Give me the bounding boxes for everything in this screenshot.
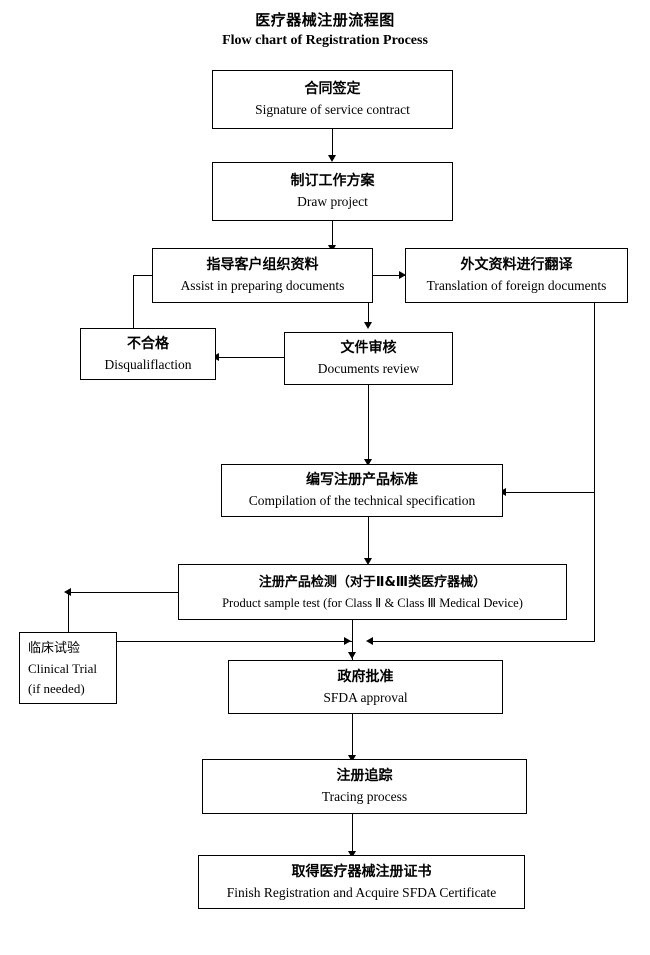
connector-clinical-to-approval-junction [117,641,352,642]
connector-contract-to-plan [332,129,333,158]
arrowhead-spec-in [364,459,372,466]
connector-translation-right-rail [594,303,595,642]
node-label-en: Finish Registration and Acquire SFDA Cer… [226,884,497,900]
node-label-cn: 外文资料进行翻译 [460,257,573,273]
node-label-en: Draw project [297,194,368,209]
arrowhead-certificate-in [348,851,356,858]
node-label-cn: 取得医疗器械注册证书 [291,863,432,880]
node-label-en: Compilation of the technical specificati… [248,493,476,508]
node-assist-in-preparing-documents[interactable]: 指导客户组织资料 Assist in preparing documents [152,248,373,303]
node-product-sample-test[interactable]: 注册产品检测（对于Ⅱ&Ⅲ类医疗器械） Product sample test (… [178,564,567,620]
arrowhead-review-in [364,322,372,329]
node-tracing-process[interactable]: 注册追踪 Tracing process [202,759,527,814]
node-label-cn: 注册产品检测（对于Ⅱ&Ⅲ类医疗器械） [258,574,487,590]
node-label-cn: 编写注册产品标准 [306,472,418,488]
node-label-en: Product sample test (for Class Ⅱ & Class… [222,595,523,610]
node-label-cn: 文件审核 [340,340,397,356]
connector-review-to-disqualify [216,357,284,358]
node-label-en: Translation of foreign documents [426,278,607,293]
node-documents-review[interactable]: 文件审核 Documents review [284,332,453,385]
connector-rail-to-spec [503,492,595,493]
node-label-cn: 指导客户组织资料 [206,257,319,273]
node-label-en: Assist in preparing documents [180,278,345,293]
connector-plan-to-assist [332,221,333,248]
node-disqualification[interactable]: 不合格 Disqualiflaction [80,328,216,380]
node-label-en-note: (if needed) [28,681,85,696]
node-draw-project[interactable]: 制订工作方案 Draw project [212,162,453,221]
connector-sampletest-to-clinical [68,592,178,593]
arrowhead-sampletest-in [364,558,372,565]
connector-spec-to-sampletest [368,517,369,562]
node-signature-of-service-contract[interactable]: 合同签定 Signature of service contract [212,70,453,129]
node-label-cn: 政府批准 [337,668,394,685]
node-label-cn: 注册追踪 [336,768,393,784]
node-label-cn: 临床试验 [28,641,81,656]
arrowhead-clinical-in [64,588,71,596]
node-label-en: Disqualiflaction [104,356,192,372]
node-label-cn: 不合格 [127,335,169,352]
chart-title-en: Flow chart of Registration Process [222,33,428,48]
node-translation-of-foreign-documents[interactable]: 外文资料进行翻译 Translation of foreign document… [405,248,628,303]
node-label-en: Signature of service contract [255,102,410,117]
node-clinical-trial[interactable]: 临床试验 Clinical Trial (if needed) [19,632,117,704]
connector-assist-to-translation [372,275,405,276]
node-label-cn: 制订工作方案 [290,173,375,189]
connector-rail-to-approval-junction [370,641,595,642]
node-compilation-technical-specification[interactable]: 编写注册产品标准 Compilation of the technical sp… [221,464,503,517]
connector-review-to-spec [368,385,369,463]
chart-title: 医疗器械注册流程图 Flow chart of Registration Pro… [0,10,650,50]
node-sfda-approval[interactable]: 政府批准 SFDA approval [228,660,503,714]
chart-title-cn: 医疗器械注册流程图 [255,11,395,29]
node-label-en: Tracing process [321,789,408,804]
node-label-en: Clinical Trial [28,661,97,676]
connector-assist-left-stub [133,275,153,276]
arrowhead-approval-in [348,652,356,659]
connector-assist-to-review [368,303,369,326]
connector-sampletest-to-approval [352,620,353,660]
node-finish-registration-certificate[interactable]: 取得医疗器械注册证书 Finish Registration and Acqui… [198,855,525,909]
arrowhead-translation-in [399,271,406,279]
arrowhead-approval-junction-from-rail [366,637,373,645]
node-label-en: Documents review [317,361,420,376]
arrowhead-approval-junction-from-clinical [344,637,351,645]
connector-approval-to-tracing [352,714,353,759]
connector-clinical-drop [68,592,69,632]
node-label-cn: 合同签定 [304,81,361,97]
connector-assist-to-disqualify [133,275,134,328]
connector-tracing-to-certificate [352,814,353,855]
arrowhead-tracing-in [348,755,356,762]
node-label-en: SFDA approval [323,689,408,705]
arrowhead-plan-in [328,155,336,162]
